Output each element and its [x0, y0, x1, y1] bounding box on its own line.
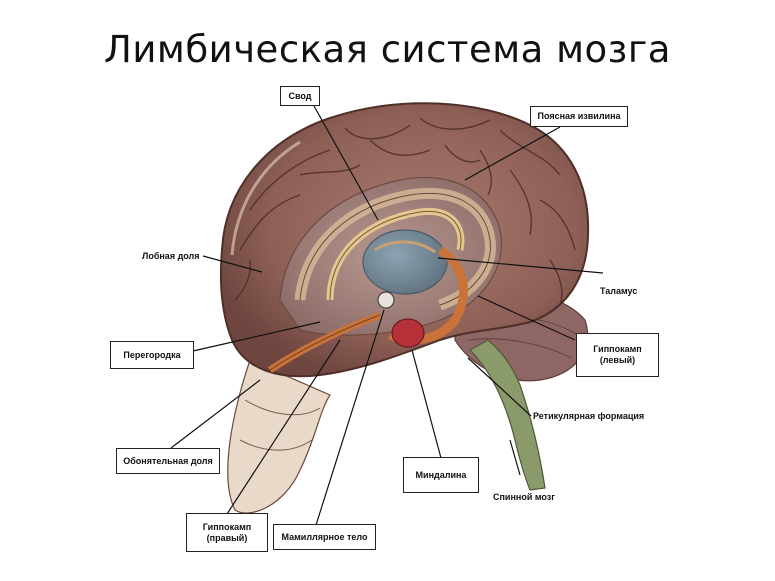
diagram-title: Лимбическая система мозга — [104, 28, 671, 71]
label-box-mindalina: Миндалина — [403, 457, 479, 493]
label-gippokamp-levyi-1: Гиппокамп — [593, 344, 642, 354]
olfactory-region — [227, 359, 331, 514]
label-retikulyarnaya: Ретикулярная формация — [533, 411, 645, 421]
label-mamillyarnoe: Мамиллярное тело — [281, 531, 368, 542]
label-box-peregorodka: Перегородка — [110, 341, 194, 369]
leader-lines — [170, 105, 604, 526]
mammillary-body — [377, 291, 395, 309]
label-gippokamp-pravyi-1: Гиппокамп — [202, 521, 252, 532]
label-box-obonyatelnaya: Обонятельная доля — [116, 448, 220, 474]
label-box-poyasnaya: Поясная извилина — [530, 106, 628, 127]
thalamus — [362, 229, 448, 295]
label-svod: Свод — [288, 90, 312, 101]
label-poyasnaya: Поясная извилина — [537, 111, 621, 121]
brainstem — [469, 339, 546, 491]
label-peregorodka: Перегородка — [123, 349, 181, 360]
label-gippokamp-pravyi-2: (правый) — [206, 532, 248, 543]
amygdala — [391, 318, 425, 348]
label-box-gippokamp-levyi: Гиппокамп (левый) — [576, 333, 659, 377]
label-mindalina: Миндалина — [415, 469, 467, 480]
label-gippokamp-levyi-2: (левый) — [599, 355, 636, 365]
label-box-gippokamp-pravyi: Гиппокамп (правый) — [186, 513, 268, 552]
label-box-svod: Свод — [280, 86, 320, 106]
label-obonyatelnaya: Обонятельная доля — [123, 455, 213, 466]
label-lobnaya: Лобная доля — [142, 251, 200, 261]
label-box-mamillyarnoe: Мамиллярное тело — [273, 524, 376, 550]
label-spinnoi: Спинной мозг — [493, 492, 556, 502]
label-talamus: Таламус — [600, 286, 638, 296]
